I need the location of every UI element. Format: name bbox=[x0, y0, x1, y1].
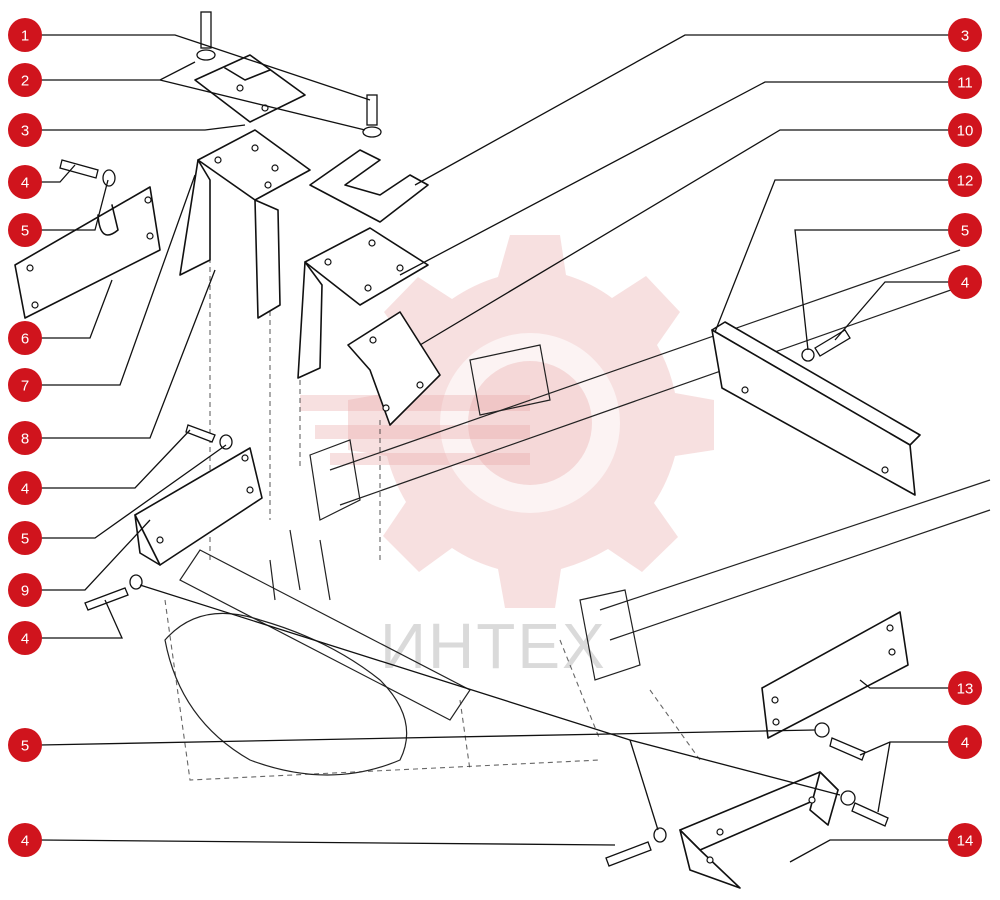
callout-badge: 13 bbox=[948, 671, 982, 705]
bolt-washer-right bbox=[801, 329, 851, 362]
bolt-washer-left bbox=[59, 159, 116, 187]
callout-badge-circle bbox=[8, 63, 42, 97]
callout-badge: 5 bbox=[8, 728, 42, 762]
callout-badge: 5 bbox=[948, 213, 982, 247]
callout-label: 6 bbox=[21, 331, 29, 348]
plate-part-3 bbox=[309, 149, 429, 223]
callout-badge: 2 bbox=[8, 63, 42, 97]
callout-label: 4 bbox=[21, 481, 29, 498]
callout-badge: 14 bbox=[948, 823, 982, 857]
callout-label: 4 bbox=[961, 735, 969, 752]
top-plate-part-2 bbox=[194, 54, 306, 123]
bolt-washer-mid bbox=[84, 424, 233, 611]
callout-badge: 4 bbox=[948, 265, 982, 299]
bracket-part-14 bbox=[679, 771, 839, 889]
callout-label: 5 bbox=[21, 531, 29, 548]
callout-label: 4 bbox=[21, 175, 29, 192]
callout-badge-circle bbox=[8, 621, 42, 655]
callout-label: 10 bbox=[957, 123, 974, 140]
callout-badge: 4 bbox=[8, 471, 42, 505]
callout-badge: 12 bbox=[948, 163, 982, 197]
callout-badge-circle bbox=[948, 113, 982, 147]
callout-label: 1 bbox=[21, 28, 29, 45]
callout-badge: 1 bbox=[8, 18, 42, 52]
bracket-part-9 bbox=[134, 447, 263, 566]
callout-badge-circle bbox=[8, 321, 42, 355]
bolt-part-1 bbox=[196, 11, 382, 138]
mower-frame-ghost bbox=[164, 230, 991, 781]
callout-badge: 4 bbox=[948, 725, 982, 759]
callout-label: 8 bbox=[21, 431, 29, 448]
callout-label: 4 bbox=[21, 833, 29, 850]
leader-lines bbox=[39, 34, 960, 863]
bracket-part-7 bbox=[179, 129, 311, 319]
callout-label: 14 bbox=[957, 833, 974, 850]
callout-badge: 5 bbox=[8, 213, 42, 247]
callout-label: 11 bbox=[957, 75, 973, 92]
plate-part-12 bbox=[711, 321, 921, 496]
callout-badge: 10 bbox=[948, 113, 982, 147]
callout-label: 3 bbox=[961, 28, 969, 45]
callout-label: 5 bbox=[961, 223, 969, 240]
callout-badge: 4 bbox=[8, 823, 42, 857]
callout-label: 5 bbox=[21, 738, 29, 755]
callout-badge-circle bbox=[948, 725, 982, 759]
callout-label: 2 bbox=[21, 73, 29, 90]
callout-label: 12 bbox=[957, 173, 974, 190]
bolt-washer-bottom bbox=[605, 827, 667, 867]
callout-badge-circle bbox=[8, 823, 42, 857]
bracket-part-11 bbox=[297, 227, 429, 379]
callout-label: 4 bbox=[21, 631, 29, 648]
callout-badge-circle bbox=[8, 368, 42, 402]
callout-badge-circle bbox=[8, 113, 42, 147]
callout-badge-circle bbox=[8, 521, 42, 555]
callout-badge-circle bbox=[948, 65, 982, 99]
bolt-washer-lower-right bbox=[814, 722, 889, 827]
callout-badge-circle bbox=[8, 471, 42, 505]
callout-badge: 3 bbox=[8, 113, 42, 147]
callout-badge-circle bbox=[948, 823, 982, 857]
callout-badge-circle bbox=[8, 573, 42, 607]
callout-badge-circle bbox=[8, 728, 42, 762]
callout-label: 4 bbox=[961, 275, 969, 292]
bracket-part-10 bbox=[347, 311, 441, 426]
watermark-text: ИНТЕХ bbox=[380, 610, 607, 682]
callout-badge: 11 bbox=[948, 65, 982, 99]
callout-label: 7 bbox=[21, 378, 29, 395]
callout-badge-circle bbox=[948, 671, 982, 705]
callout-badge: 8 bbox=[8, 421, 42, 455]
callout-badge: 4 bbox=[8, 165, 42, 199]
callout-label: 5 bbox=[21, 223, 29, 240]
callout-badge: 5 bbox=[8, 521, 42, 555]
callout-badge-circle bbox=[8, 213, 42, 247]
callout-label: 9 bbox=[21, 583, 29, 600]
callout-badge-circle bbox=[948, 18, 982, 52]
callout-badge-circle bbox=[8, 18, 42, 52]
callout-badge: 6 bbox=[8, 321, 42, 355]
callout-badge-circle bbox=[8, 165, 42, 199]
callout-badge: 4 bbox=[8, 621, 42, 655]
callout-badge-circle bbox=[8, 421, 42, 455]
callout-label: 3 bbox=[21, 123, 29, 140]
callout-badge: 3 bbox=[948, 18, 982, 52]
callout-badge-circle bbox=[948, 213, 982, 247]
callout-badge-circle bbox=[948, 265, 982, 299]
plate-part-13 bbox=[761, 611, 909, 739]
watermark-gear-logo bbox=[300, 235, 714, 608]
plate-part-6 bbox=[14, 186, 161, 319]
callout-badge: 9 bbox=[8, 573, 42, 607]
callout-badge-circle bbox=[948, 163, 982, 197]
callout-label: 13 bbox=[957, 681, 974, 698]
callout-badge: 7 bbox=[8, 368, 42, 402]
